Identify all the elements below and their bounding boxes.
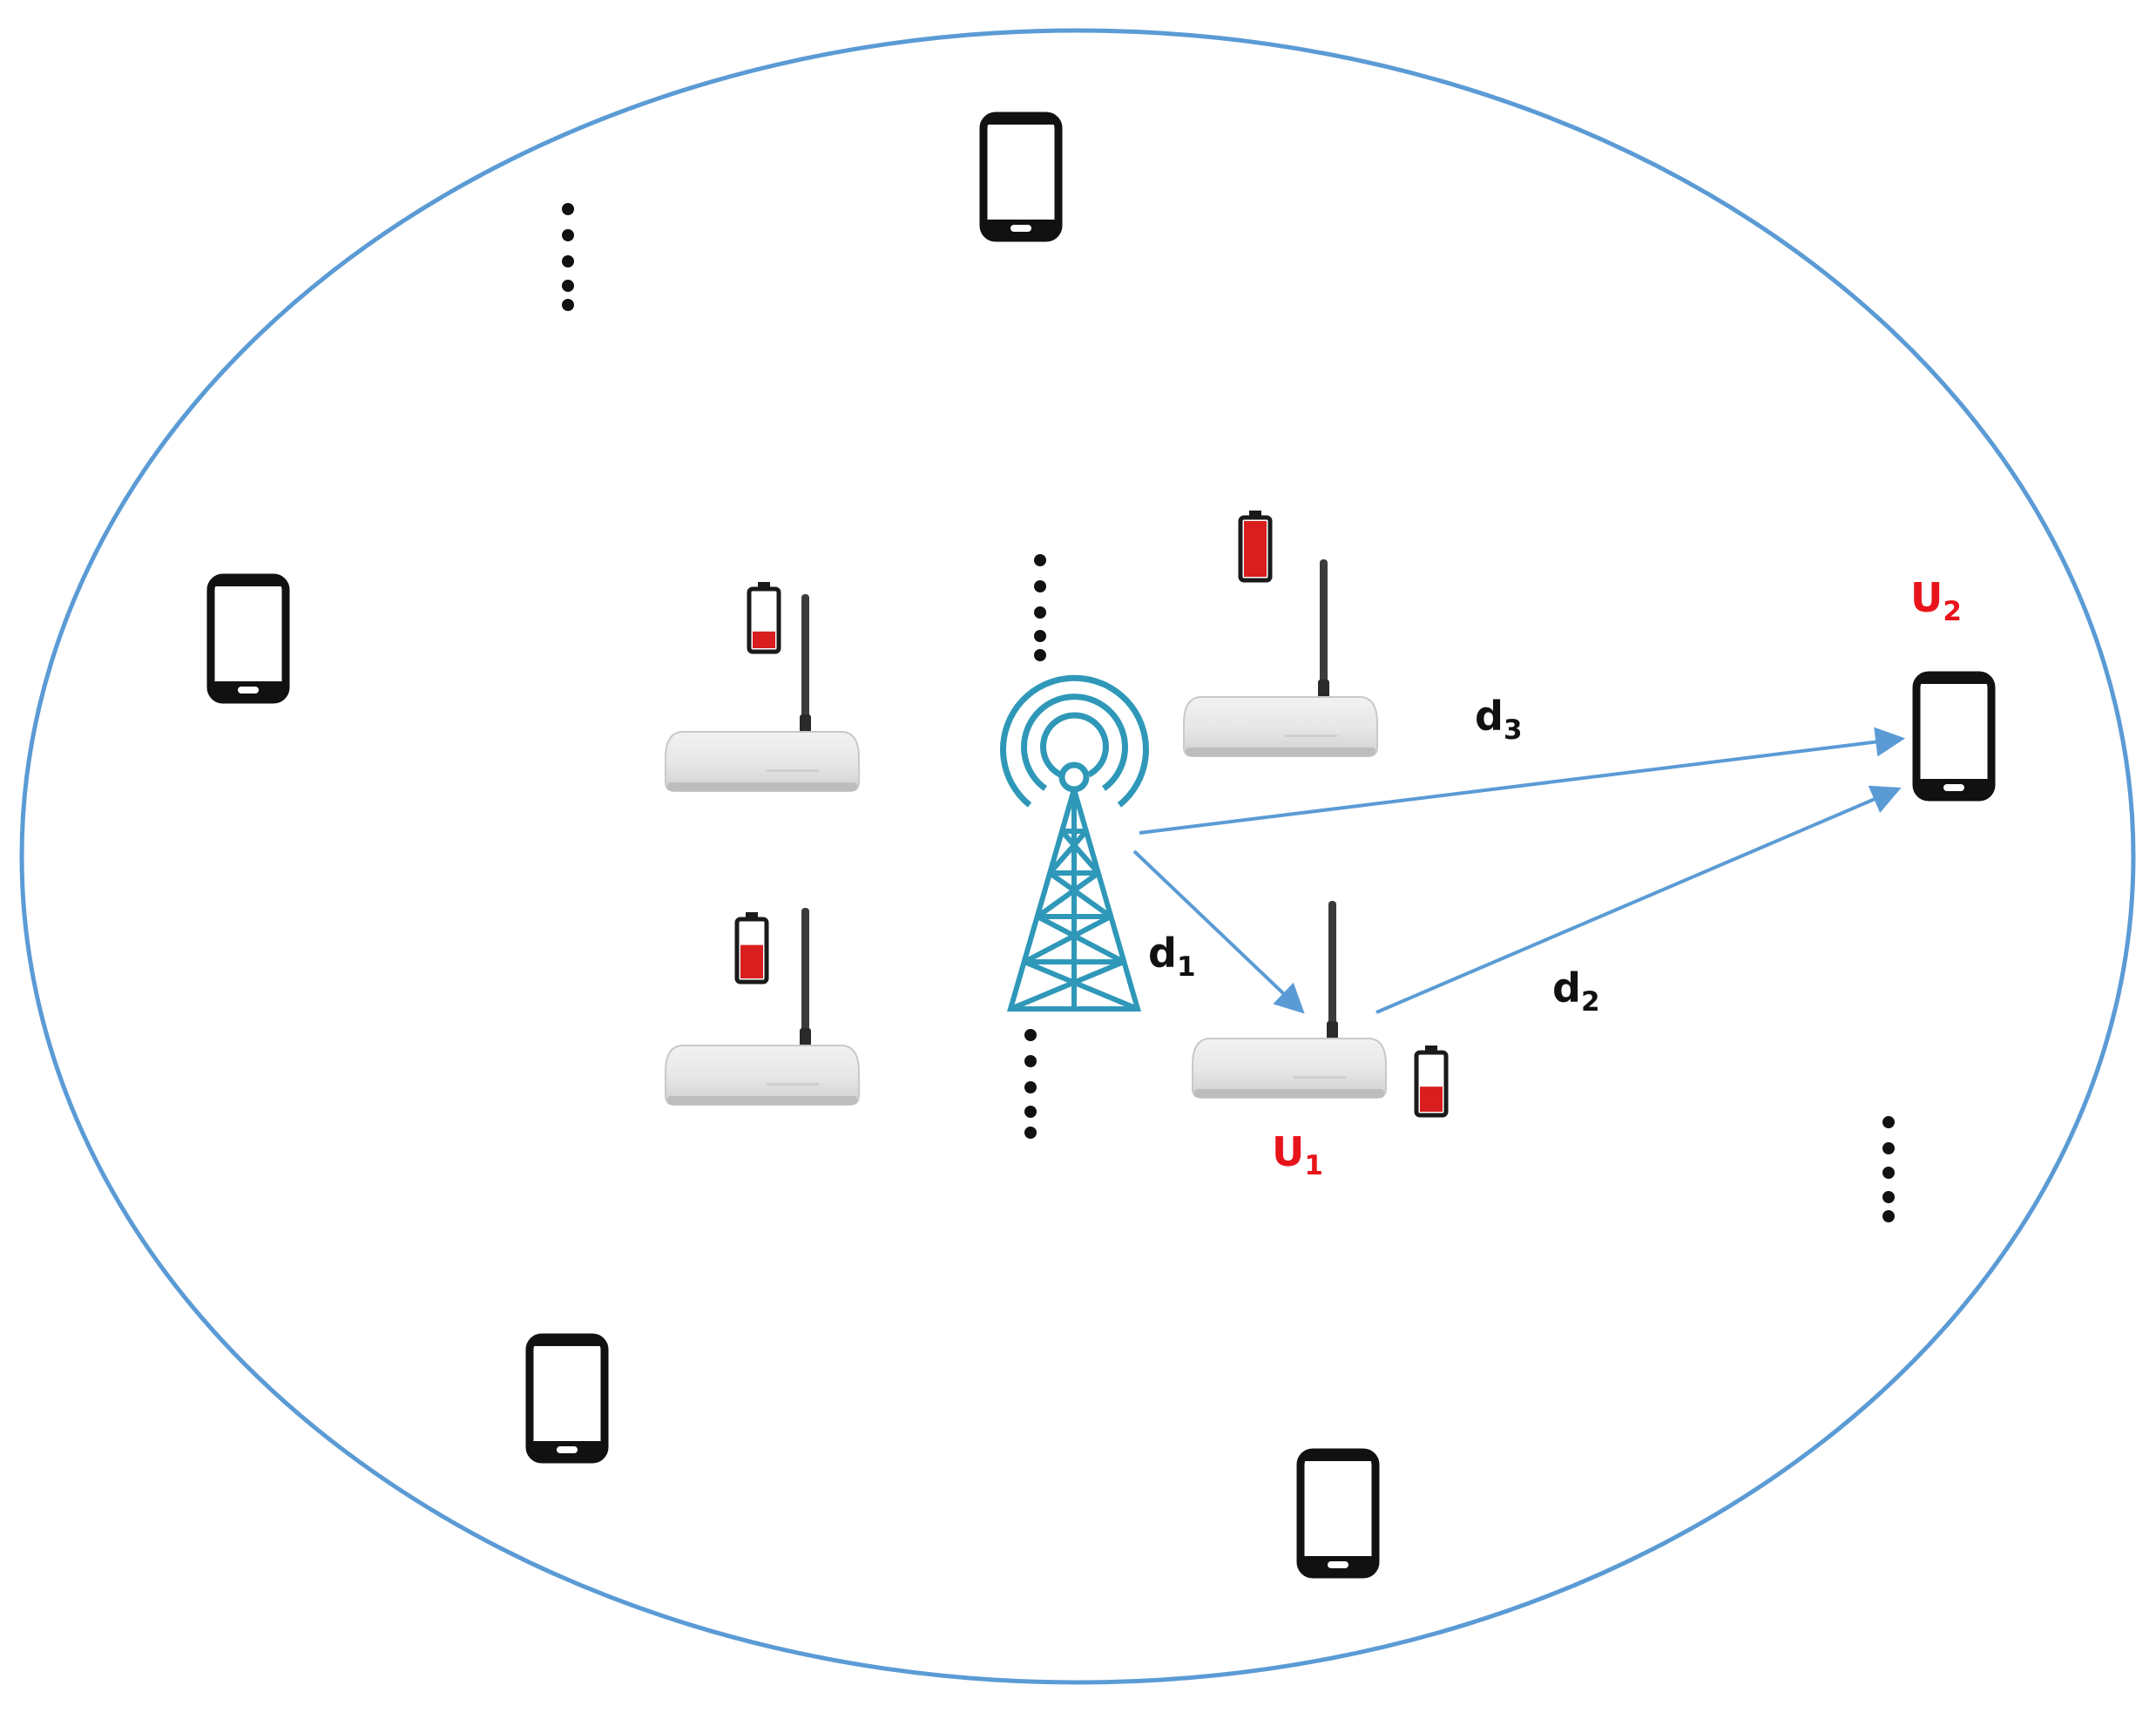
base-station-tower-icon bbox=[1000, 674, 1149, 1012]
link-bs-to-u2-arrow bbox=[1139, 727, 1906, 835]
label-d3: d3 bbox=[1475, 693, 1523, 746]
phone-top-icon bbox=[983, 116, 1058, 238]
label-d1: d1 bbox=[1148, 930, 1196, 983]
phone-bottom-left-icon bbox=[530, 1337, 605, 1459]
battery-charge-fill bbox=[1244, 521, 1267, 577]
battery-icon-router-u1 bbox=[1414, 1046, 1449, 1118]
router-upper-right-icon bbox=[1183, 558, 1378, 757]
battery-icon-router-lower-left bbox=[734, 912, 769, 985]
communication-links bbox=[1132, 727, 1906, 1014]
ellipsis-dots-upper-center bbox=[1034, 554, 1046, 661]
cell-boundary bbox=[19, 28, 2136, 1685]
battery-icon-router-upper-left bbox=[747, 582, 781, 654]
label-u1: U1 bbox=[1272, 1128, 1323, 1181]
phone-u2-icon bbox=[1916, 675, 1991, 797]
battery-icon-router-upper-right bbox=[1238, 511, 1273, 583]
ellipsis-dots bbox=[562, 203, 1895, 1222]
ellipsis-dots-top-left bbox=[562, 203, 574, 311]
link-bs-to-u1-arrow bbox=[1132, 849, 1305, 1014]
ellipsis-dots-lower-center bbox=[1024, 1029, 1037, 1139]
batteries bbox=[734, 511, 1449, 1118]
battery-charge-fill bbox=[1420, 1086, 1443, 1112]
label-d2: d2 bbox=[1552, 964, 1600, 1018]
phone-bottom-center-icon bbox=[1301, 1452, 1375, 1574]
battery-charge-fill bbox=[740, 944, 763, 978]
phone-left-icon bbox=[211, 578, 286, 700]
battery-charge-fill bbox=[753, 631, 775, 648]
label-u2: U2 bbox=[1910, 574, 1962, 627]
link-u1-to-u2-arrow bbox=[1375, 785, 1902, 1014]
ellipsis-dots-right bbox=[1882, 1116, 1895, 1222]
